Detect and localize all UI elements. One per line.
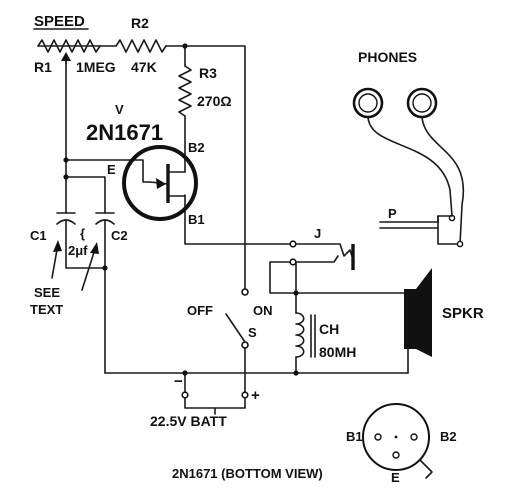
on-label: ON [253,303,273,318]
r2-value: 47K [131,59,157,75]
junction [293,370,299,376]
bottom-view-e: E [391,470,400,485]
off-label: OFF [187,303,213,318]
spkr-label: SPKR [442,305,484,322]
headphones-icon [352,87,465,248]
c1-label: C1 [30,228,47,243]
see-text-line2: TEXT [30,302,63,317]
junctions [63,43,299,376]
pin-b2 [410,433,418,441]
wire-emitter [65,159,151,183]
ch-value: 80MH [319,344,356,360]
c2-label: C2 [111,228,128,243]
transistor-ref: V [115,102,124,117]
junction [293,290,299,296]
power-switch [225,288,249,349]
phone-jack [289,240,355,270]
r1-potentiometer [37,39,101,65]
batt-minus-label: − [174,373,183,390]
wire-c1-bottom [65,219,106,269]
batt-plus-label: + [251,387,260,404]
wire-jack-contact [269,261,297,294]
pin-e [392,451,400,459]
cap-value: 2μf [68,243,88,258]
transistor-type: 2N1671 [86,120,163,145]
ujt-transistor-symbol [122,145,198,221]
s-label: S [248,325,257,340]
wiring [37,45,409,393]
junction [102,265,108,271]
junction [182,370,188,376]
wiper-arrow-icon [61,52,71,61]
r2-resistor [115,39,167,53]
bottom-view-b2: B2 [440,429,457,444]
b2-label: B2 [188,140,205,155]
speaker-icon [404,268,432,357]
pin-b1 [374,433,382,441]
cap-bracket: { [80,226,85,241]
r3-value: 270Ω [197,93,232,109]
e-label: E [107,162,116,177]
junction [182,43,188,49]
transistor-bottom-view [362,403,433,479]
speed-label: SPEED [34,13,85,30]
see-text-line1: SEE [34,285,60,300]
bottom-view-b1: B1 [346,429,363,444]
junction [63,174,69,180]
battery-terminals [181,391,249,415]
arrow-up-icon [53,240,62,252]
see-text-arrows [51,240,99,291]
emitter-arrow-icon [156,178,166,189]
c1-capacitor [56,212,76,225]
c2-capacitor [95,212,115,225]
j-label: J [314,226,321,241]
ch-label: CH [319,321,339,337]
batt-label: 22.5V BATT [150,413,227,429]
bottom-view-caption: 2N1671 (BOTTOM VIEW) [172,466,323,481]
r1-value: 1MEG [76,59,116,75]
choke-inductor [295,312,316,358]
r1-label: R1 [34,59,52,75]
junction [63,157,69,163]
phones-label: PHONES [358,49,417,65]
p-label: P [388,206,397,221]
b1-label: B1 [188,212,205,227]
wire-top-rail-right [165,45,246,289]
r2-label: R2 [131,15,149,31]
arrow-up-icon [90,242,99,254]
r3-label: R3 [199,65,217,81]
r3-resistor [178,65,192,117]
wire-c2-top [65,176,106,214]
